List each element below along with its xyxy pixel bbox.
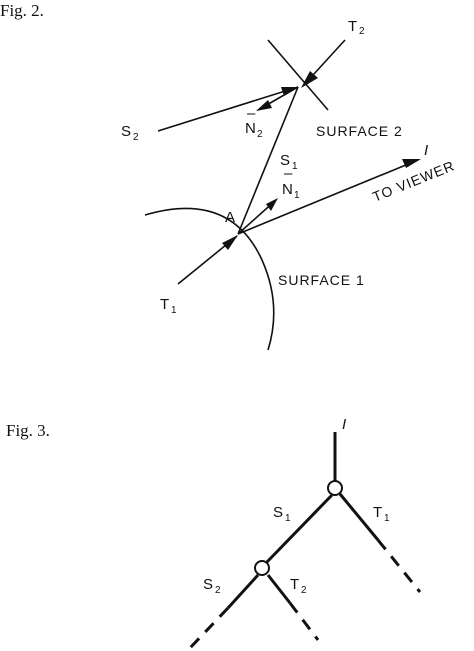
- label-n2: – N 2: [245, 105, 263, 140]
- label-surface-2: SURFACE 2: [316, 123, 403, 139]
- tree-branch-s1: [264, 493, 334, 565]
- label-t2: T 2: [348, 18, 365, 37]
- label-t1-text: T: [160, 296, 169, 313]
- tree-branch-s2: [226, 573, 260, 610]
- label-point-a: A: [225, 209, 235, 226]
- figure-2: Fig. 2. T 2 S 2: [0, 1, 457, 351]
- ray-s2: [157, 86, 299, 132]
- fig3-caption: Fig. 3.: [6, 421, 50, 440]
- label-tree-s1: S 1: [273, 504, 291, 524]
- label-t2-sub: 2: [359, 26, 365, 37]
- tree-branch-t1: [338, 493, 380, 541]
- tree-branch-t2: [266, 574, 292, 604]
- label-n1-vector-bar: –: [284, 165, 293, 182]
- label-tree-t1-sub: 1: [384, 513, 390, 524]
- label-tree-s2-text: S: [203, 576, 213, 593]
- label-n2-text: N: [245, 120, 256, 137]
- label-n2-sub: 2: [257, 129, 263, 140]
- label-n1-sub: 1: [294, 190, 300, 201]
- label-tree-root: I: [342, 416, 346, 433]
- ray-t2-arrowhead: [301, 71, 318, 88]
- label-tree-s1-sub: 1: [285, 513, 291, 524]
- label-tree-t2-text: T: [290, 576, 299, 593]
- normal-n2-arrowhead: [256, 100, 272, 111]
- tree-node-top: [327, 480, 343, 496]
- ray-to-viewer: [237, 159, 419, 235]
- label-tree-t2-sub: 2: [301, 585, 307, 596]
- fig2-caption: Fig. 2.: [0, 1, 44, 20]
- normal-n1-arrowhead: [266, 198, 278, 211]
- ray-to-viewer-arrowhead: [402, 159, 421, 168]
- tree-branch-t1-dashed: [376, 539, 422, 593]
- label-tree-t2: T 2: [290, 576, 307, 596]
- label-i: I: [424, 142, 428, 159]
- label-tree-s2-sub: 2: [215, 585, 221, 596]
- ray-s1: [237, 86, 299, 235]
- label-s2: S 2: [121, 123, 139, 143]
- surface-2-arc: [267, 39, 329, 111]
- tree-branch-s2-dashed: [188, 606, 230, 650]
- label-s1: S 1: [280, 152, 298, 172]
- tree-branch-t2-dashed: [288, 602, 320, 641]
- label-to-viewer: TO VIEWER: [370, 157, 457, 205]
- surface-1-arc: [144, 207, 275, 351]
- label-n2-vector-bar: –: [247, 105, 256, 122]
- label-s2-sub: 2: [133, 132, 139, 143]
- tree-node-lower: [254, 560, 270, 576]
- label-s1-text: S: [280, 152, 290, 169]
- label-s2-text: S: [121, 123, 131, 140]
- label-tree-s2: S 2: [203, 576, 221, 596]
- label-tree-t1: T 1: [373, 504, 390, 524]
- label-tree-t1-text: T: [373, 504, 382, 521]
- label-t2-text: T: [348, 18, 357, 35]
- label-n1-text: N: [282, 181, 293, 198]
- label-t1: T 1: [160, 296, 177, 316]
- label-n1: – N 1: [282, 165, 300, 201]
- label-surface-1: SURFACE 1: [278, 272, 365, 288]
- label-tree-s1-text: S: [273, 504, 283, 521]
- ray-t1-arrowhead: [222, 235, 238, 250]
- label-t1-sub: 1: [171, 305, 177, 316]
- label-s1-sub: 1: [292, 161, 298, 172]
- figure-3: Fig. 3. I S 1 T 1 S 2 T: [6, 416, 422, 650]
